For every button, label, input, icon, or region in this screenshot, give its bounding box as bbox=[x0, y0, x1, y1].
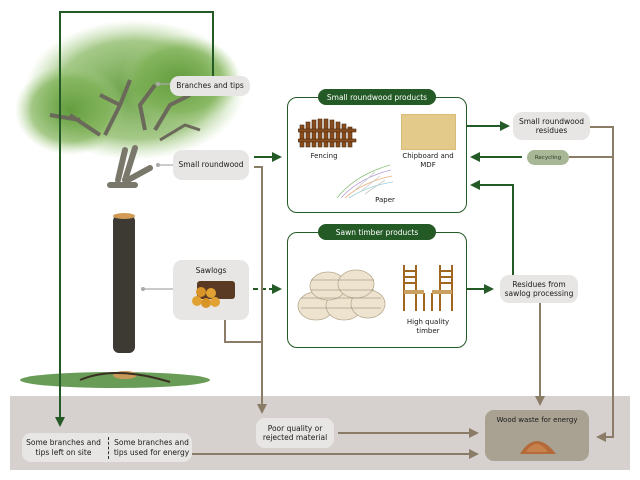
label-high-quality-timber: High quality timber bbox=[406, 318, 450, 335]
recycling-badge: Recycling bbox=[527, 150, 569, 165]
poor-quality-box: Poor quality or rejected material bbox=[256, 418, 334, 448]
label-fencing: Fencing bbox=[310, 152, 338, 160]
sawlog-residues-box: Residues from sawlog processing bbox=[500, 275, 578, 303]
small-roundwood-residues-box: Small roundwood residues bbox=[513, 112, 590, 140]
arrow-sawlog-residues-to-products bbox=[470, 180, 514, 275]
stump-roots-illustration bbox=[20, 371, 210, 388]
small-roundwood-products-title: Small roundwood products bbox=[318, 89, 436, 105]
sawn-timber-products-title: Sawn timber products bbox=[318, 224, 436, 240]
line-sawlogs-to-poor-quality bbox=[224, 320, 262, 343]
label-left-on-site: Some branches and tips left on site bbox=[26, 438, 101, 457]
arrow-residues-to-energy bbox=[590, 126, 614, 442]
chairs-icon bbox=[403, 265, 453, 311]
log-trunk-illustration bbox=[113, 213, 135, 353]
sawlogs-box: Sawlogs bbox=[173, 260, 249, 320]
label-branches-and-tips: Branches and tips bbox=[170, 76, 250, 96]
label-small-roundwood: Small roundwood bbox=[173, 150, 249, 180]
label-used-for-energy: Some branches and tips used for energy bbox=[113, 438, 190, 457]
arrow-roundwood-to-poor-quality bbox=[254, 166, 267, 414]
branches-fate-box: Some branches and tips left on site Some… bbox=[22, 433, 192, 462]
cut-branches-illustration bbox=[107, 145, 153, 188]
arrow-branches-to-site bbox=[55, 11, 214, 427]
wood-waste-energy-box: Wood waste for energy bbox=[485, 410, 589, 461]
label-wood-waste: Wood waste for energy bbox=[496, 416, 578, 424]
sawdust-pile-icon bbox=[520, 441, 556, 454]
timber-bundle-icon bbox=[297, 269, 386, 321]
label-paper: Paper bbox=[375, 196, 395, 204]
paper-icon bbox=[336, 164, 394, 199]
chipboard-icon bbox=[401, 114, 456, 150]
divider bbox=[107, 436, 109, 459]
sawlog-pile-icon bbox=[192, 281, 235, 309]
label-sawlogs: Sawlogs bbox=[195, 266, 227, 275]
fence-icon bbox=[298, 118, 357, 148]
tree-illustration bbox=[15, 20, 245, 388]
label-chipboard-mdf: Chipboard and MDF bbox=[402, 152, 454, 169]
